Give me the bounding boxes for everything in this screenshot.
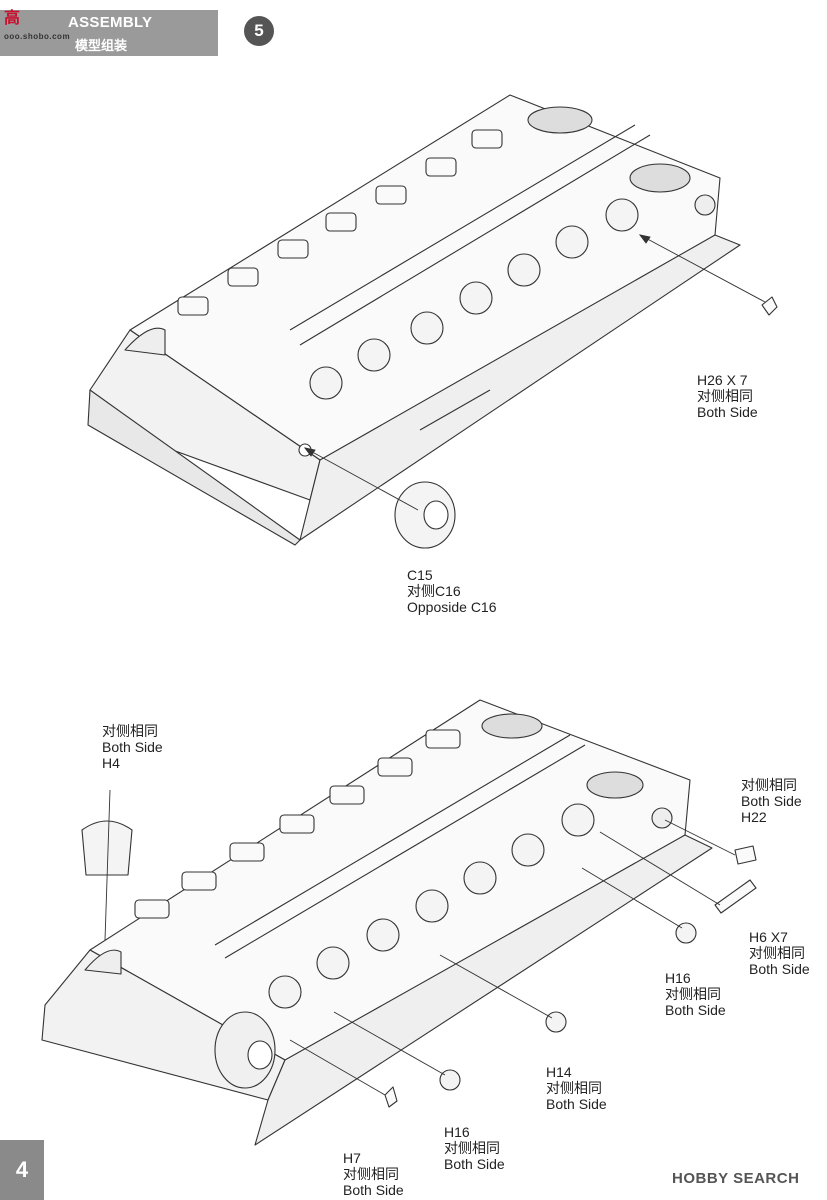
callout-h7: H7 对侧相同 Both Side [343, 1150, 404, 1198]
part-h6 [714, 879, 757, 914]
callout-line: H16 [444, 1124, 470, 1140]
callout-line: 对侧相同 [102, 723, 158, 739]
part-h16-bottom [439, 1069, 461, 1091]
part-h16-right [675, 922, 697, 944]
callout-h6: H6 X7 对侧相同 Both Side [749, 929, 810, 977]
part-c15 [394, 481, 456, 549]
logo-text: 高 [4, 10, 21, 27]
callout-line: 对侧相同 [749, 945, 805, 961]
callout-line: Both Side [741, 793, 802, 809]
bottom-hull-drawing [41, 699, 713, 1146]
page-number: 4 [0, 1140, 44, 1200]
part-h14 [545, 1011, 567, 1033]
brand-logo: 高 ooo.shobo.com [4, 10, 70, 41]
callout-line: H16 [665, 970, 691, 986]
callout-line: Both Side [102, 739, 163, 755]
callout-line: 对侧相同 [343, 1166, 399, 1182]
part-h7 [384, 1086, 398, 1108]
callout-line: H22 [741, 809, 767, 825]
callout-line: Both Side [665, 1002, 726, 1018]
callout-line: C15 [407, 567, 433, 583]
callout-line: 对侧相同 [444, 1140, 500, 1156]
leader-h26 [639, 234, 766, 303]
callout-line: Both Side [343, 1182, 404, 1198]
callout-h22: 对侧相同 Both Side H22 [741, 777, 802, 825]
callout-line: Opposide C16 [407, 599, 497, 615]
callout-h14: H14 对侧相同 Both Side [546, 1064, 607, 1112]
callout-line: 对侧C16 [407, 583, 461, 599]
logo-subtext: ooo.shobo.com [4, 32, 71, 41]
section-title-cn: 模型组装 [75, 38, 128, 53]
callout-line: Both Side [697, 404, 758, 420]
section-title-en: ASSEMBLY [68, 14, 153, 31]
callout-line: H26 X 7 [697, 372, 748, 388]
callout-line: 对侧相同 [697, 388, 753, 404]
callout-c15: C15 对侧C16 Opposide C16 [407, 567, 497, 615]
part-h4 [81, 820, 133, 876]
callout-line: 对侧相同 [741, 777, 797, 793]
watermark: HOBBY SEARCH [672, 1170, 800, 1187]
top-lower-mounts [309, 198, 639, 400]
callout-h16-right: H16 对侧相同 Both Side [665, 970, 726, 1018]
callout-h16-bottom: H16 对侧相同 Both Side [444, 1124, 505, 1172]
step-number-badge: 5 [244, 16, 274, 46]
part-h26 [761, 296, 778, 316]
callout-h26: H26 X 7 对侧相同 Both Side [697, 372, 758, 420]
part-h22 [734, 845, 757, 865]
callout-line: Both Side [444, 1156, 505, 1172]
callout-line: H7 [343, 1150, 361, 1166]
callout-line: H4 [102, 755, 120, 771]
header-bar [0, 10, 218, 56]
callout-line: 对侧相同 [546, 1080, 602, 1096]
top-upper-mounts [177, 129, 503, 316]
callout-line: H14 [546, 1064, 572, 1080]
callout-h4: 对侧相同 Both Side H4 [102, 723, 163, 771]
leader-c15 [304, 447, 419, 511]
top-hull-drawing [87, 94, 741, 546]
callout-line: Both Side [546, 1096, 607, 1112]
bottom-lower-arms [268, 803, 595, 1009]
callout-line: Both Side [749, 961, 810, 977]
bottom-upper-arms [134, 729, 461, 919]
callout-line: 对侧相同 [665, 986, 721, 1002]
callout-line: H6 X7 [749, 929, 788, 945]
